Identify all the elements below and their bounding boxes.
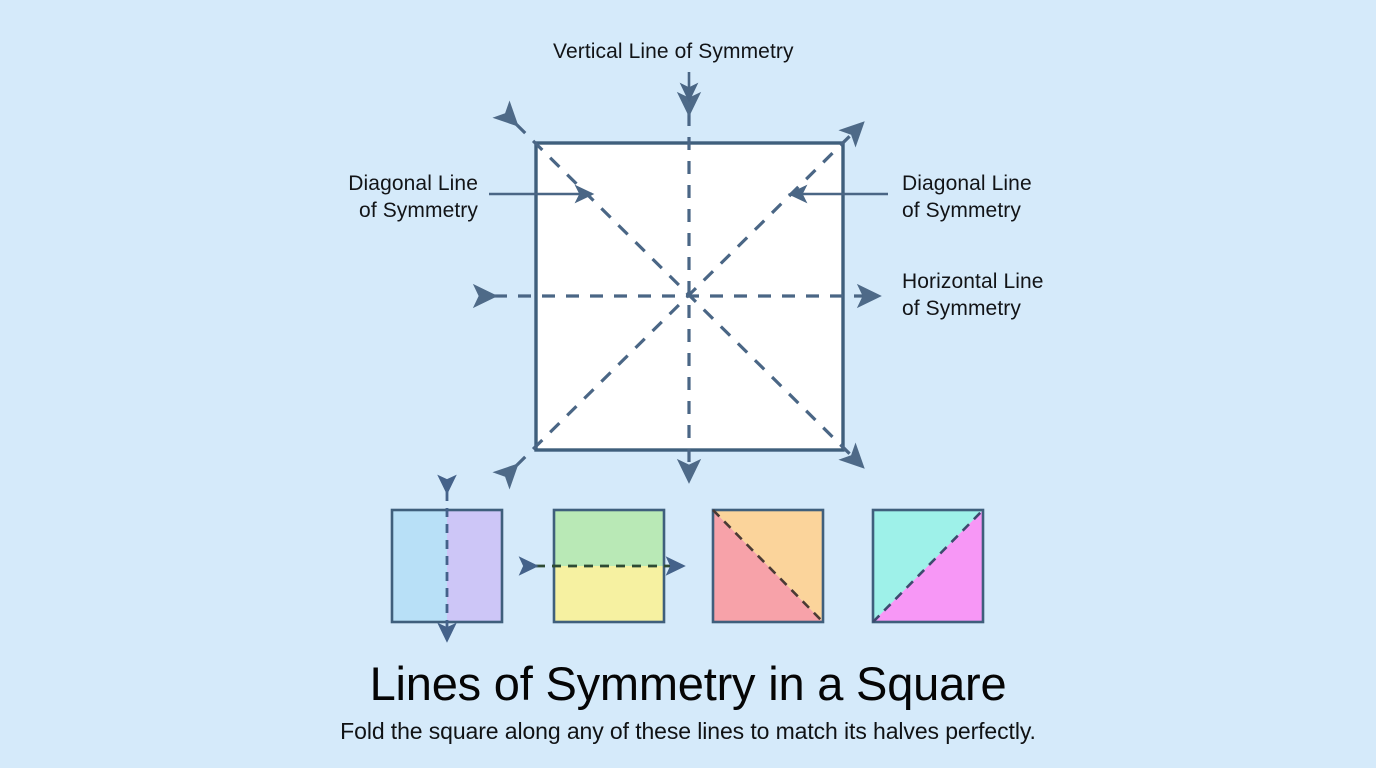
mini-square-diagonal-tlbr bbox=[711, 508, 825, 624]
page-subtitle: Fold the square along any of these lines… bbox=[340, 718, 1036, 744]
label-diagonal-line-of-symmetry-right: Diagonal Line of Symmetry bbox=[902, 172, 1032, 222]
label-pointers bbox=[489, 72, 888, 204]
mini4-fold-line bbox=[872, 509, 984, 623]
mini1-half-left bbox=[392, 510, 447, 622]
mini-square-horizontal bbox=[518, 508, 686, 624]
label-vertical-line-of-symmetry: Vertical Line of Symmetry bbox=[553, 40, 794, 63]
mini1-half-right bbox=[447, 510, 502, 622]
mini-square-vertical bbox=[390, 474, 504, 643]
mini2-half-bottom bbox=[554, 566, 664, 622]
mini3-outline bbox=[711, 508, 825, 624]
page-title: Lines of Symmetry in a Square bbox=[369, 657, 1007, 710]
mini3-fold-line bbox=[712, 509, 824, 623]
mini-square-diagonal-bltr bbox=[871, 508, 985, 624]
caption-block: Lines of Symmetry in a Square Fold the s… bbox=[0, 655, 1376, 746]
mini4-outline bbox=[871, 508, 985, 624]
label-diagonal-line-of-symmetry-left: Diagonal Line of Symmetry bbox=[348, 172, 478, 222]
diagonal-symmetry-line-tlbr bbox=[492, 100, 865, 469]
label-horizontal-line-of-symmetry: Horizontal Line of Symmetry bbox=[902, 270, 1044, 320]
main-square-group bbox=[472, 91, 882, 490]
mini2-half-top bbox=[554, 510, 664, 566]
